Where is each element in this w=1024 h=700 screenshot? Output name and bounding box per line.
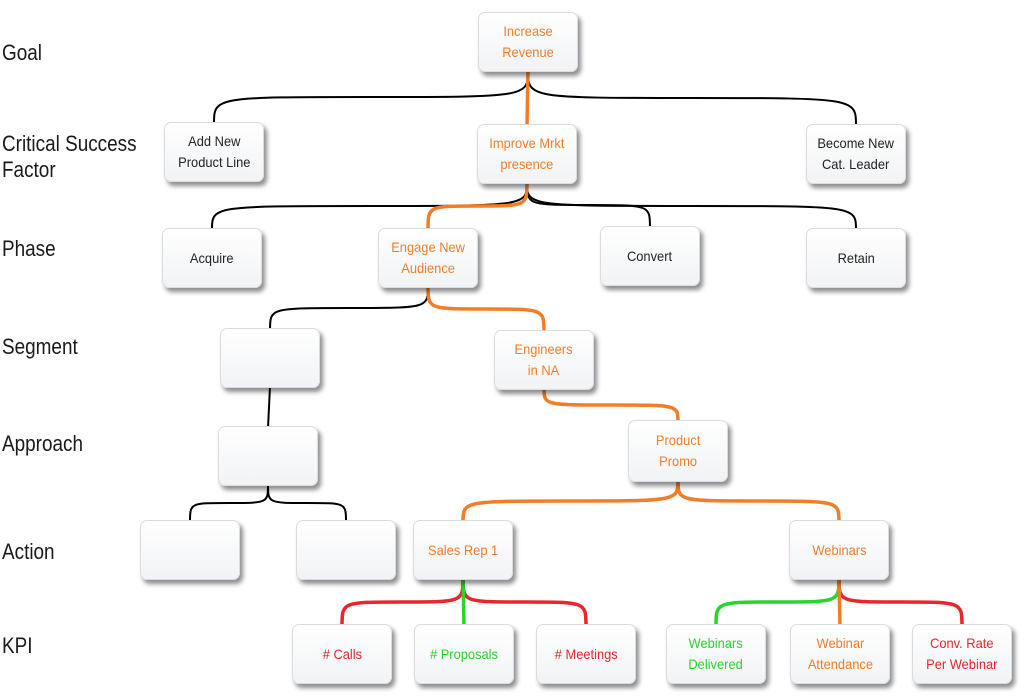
node-kpi-webinars-delivered[interactable]: Webinars Delivered [666,624,766,684]
node-action-blank-1[interactable] [140,520,240,580]
edge-segblank-appblank [267,385,271,429]
edge-goal-become [527,69,857,127]
edge-salesrep-calls [340,577,465,627]
level-label-phase: Phase [2,236,56,261]
node-add-new-product-line[interactable]: Add New Product Line [164,122,264,182]
node-label: Sales Rep 1 [427,541,499,558]
node-label: # Proposals [429,645,499,662]
level-label-segment: Segment [2,334,78,359]
node-label: Webinars [811,541,867,558]
level-label-goal: Goal [2,40,42,65]
edge-engineers-promo [542,387,680,423]
node-label: Webinar Attendance [807,635,873,672]
level-label-kpi: KPI [2,633,33,658]
node-kpi-webinar-attendance[interactable]: Webinar Attendance [790,624,890,684]
node-sales-rep-1[interactable]: Sales Rep 1 [413,520,513,580]
node-label: Improve Mrkt presence [489,135,565,172]
node-label: Product Promo [655,432,701,469]
edge-goal-addnew [213,69,529,125]
node-label: Increase Revenue [502,23,554,60]
node-product-promo[interactable]: Product Promo [628,420,728,482]
edge-improve-acquire [211,181,528,231]
node-label: # Meetings [554,645,618,662]
node-kpi-conv-rate-per-webinar[interactable]: Conv. Rate Per Webinar [912,624,1012,684]
node-action-blank-2[interactable] [296,520,396,580]
node-label: Engage New Audience [391,239,465,276]
node-kpi-meetings[interactable]: # Meetings [536,624,636,684]
edge-improve-retain [526,181,857,231]
edge-salesrep-meetings [461,577,588,627]
edge-promo-salesrep [461,479,680,523]
edge-engage-engineers [426,285,546,333]
node-segment-blank[interactable] [220,328,320,388]
node-label: # Calls [322,645,362,662]
node-convert[interactable]: Convert [600,226,700,286]
node-acquire[interactable]: Acquire [162,228,262,288]
level-label-critical-success-factor: Critical Success Factor [2,131,137,182]
edge-salesrep-proposals [461,577,466,627]
edge-webinars-delivered [714,577,841,627]
node-approach-blank[interactable] [218,426,318,486]
node-label: Webinars Delivered [688,635,744,672]
edge-promo-webinars [676,479,841,523]
node-kpi-proposals[interactable]: # Proposals [414,624,514,684]
edge-appblank-actblank1 [189,483,269,523]
node-kpi-calls[interactable]: # Calls [292,624,392,684]
node-label: Add New Product Line [177,133,251,170]
node-retain[interactable]: Retain [806,228,906,288]
edge-engage-segblank [269,285,429,331]
node-increase-revenue[interactable]: Increase Revenue [478,12,578,72]
node-webinars[interactable]: Webinars [789,520,889,580]
edge-goal-improve [525,69,530,127]
edge-improve-engage [426,181,529,231]
node-label: Convert [627,247,673,264]
node-improve-mrkt-presence[interactable]: Improve Mrkt presence [477,124,577,184]
node-engineers-in-na[interactable]: Engineers in NA [494,330,594,390]
node-label: Retain [837,249,875,266]
node-label: Engineers in NA [514,341,573,378]
node-label: Become New Cat. Leader [817,135,895,172]
node-label: Acquire [190,249,234,266]
node-engage-new-audience[interactable]: Engage New Audience [378,228,478,288]
edge-appblank-actblank2 [267,483,347,523]
edge-webinars-attendance [837,577,842,627]
node-label: Conv. Rate Per Webinar [926,635,998,672]
level-label-approach: Approach [2,431,84,456]
level-label-action: Action [2,539,55,564]
node-become-new-cat-leader[interactable]: Become New Cat. Leader [806,124,906,184]
edge-webinars-convrate [837,577,964,627]
